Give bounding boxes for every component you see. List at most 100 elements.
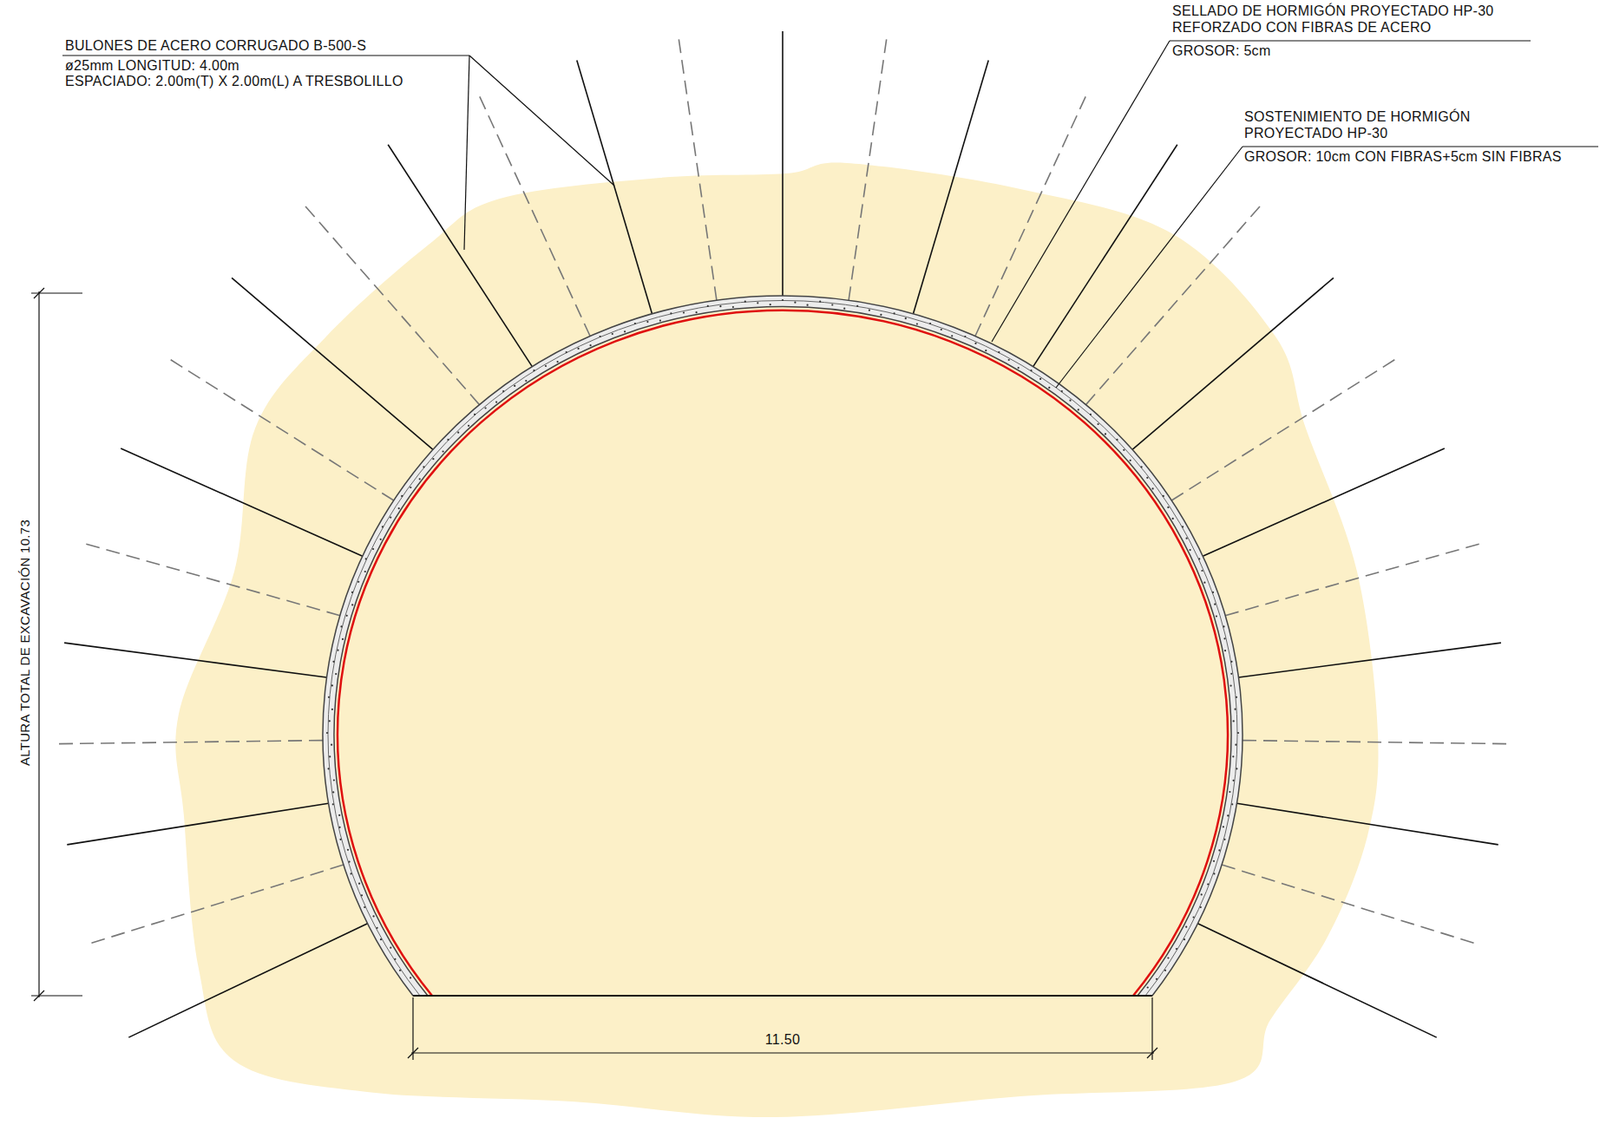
- fiber-dot: [340, 625, 342, 628]
- fiber-dot: [457, 432, 460, 434]
- fiber-dot: [381, 525, 384, 528]
- fiber-dot: [659, 320, 662, 322]
- fiber-dot: [707, 305, 709, 308]
- fiber-dot: [984, 349, 987, 352]
- fiber-dot: [695, 311, 698, 314]
- fiber-dot: [1200, 893, 1203, 896]
- fiber-dot: [1226, 814, 1229, 817]
- bolt: [1202, 448, 1445, 557]
- fiber-dot: [950, 334, 953, 337]
- sealing-layer: [327, 300, 1238, 997]
- bolt: [128, 924, 368, 1038]
- fiber-dot: [351, 603, 354, 606]
- height-dimension: [31, 288, 83, 1002]
- fiber-dot: [1213, 872, 1215, 875]
- fiber-dot: [1200, 906, 1202, 909]
- fiber-dot: [1215, 615, 1218, 617]
- fiber-dot: [1183, 938, 1186, 941]
- fiber-dot: [1029, 369, 1032, 372]
- callout-title: BULONES DE ACERO CORRUGADO B-500-S: [65, 38, 367, 54]
- fiber-dot: [963, 335, 966, 338]
- fiber-dot: [1164, 970, 1167, 972]
- red-contour: [337, 310, 1228, 997]
- fiber-dot: [339, 839, 341, 841]
- fiber-dot: [1122, 449, 1125, 452]
- fiber-dot: [389, 947, 392, 950]
- fiber-dot: [831, 303, 833, 306]
- fiber-dot: [338, 814, 341, 817]
- fiber-dot: [806, 304, 809, 307]
- fiber-dot: [1189, 549, 1192, 551]
- fiber-dot: [1048, 386, 1050, 389]
- fiber-dot: [467, 425, 470, 427]
- fiber-dot: [398, 507, 400, 510]
- fiber-dot: [611, 333, 614, 335]
- fiber-dot: [1146, 477, 1148, 479]
- fiber-dot: [348, 861, 351, 864]
- rock-bolts: [58, 31, 1508, 1038]
- fiber-dot: [1185, 926, 1187, 929]
- leader-lines: [62, 40, 1599, 388]
- fiber-dot: [1097, 423, 1100, 426]
- fiber-dot: [916, 322, 919, 325]
- fiber-dot: [1232, 755, 1234, 758]
- fiber-dot: [1212, 591, 1214, 594]
- fiber-dot: [1222, 625, 1225, 628]
- dimension-label: 11.50: [765, 1032, 800, 1049]
- fiber-dot: [327, 767, 330, 770]
- bolt: [1132, 277, 1334, 450]
- fiber-dot: [565, 351, 568, 354]
- fiber-dot: [893, 312, 896, 315]
- fiber-dot: [400, 495, 403, 498]
- fiber-dot: [623, 330, 626, 333]
- fiber-dot: [334, 673, 337, 676]
- fiber-dot: [756, 301, 759, 304]
- fiber-dot: [346, 615, 348, 617]
- fiber-dot: [1068, 400, 1071, 402]
- fiber-dot: [339, 826, 341, 829]
- fiber-dot: [868, 309, 871, 312]
- bolt: [1239, 642, 1502, 678]
- fiber-dot: [357, 581, 360, 584]
- fiber-dot: [1230, 685, 1233, 688]
- fiber-dot: [1162, 495, 1165, 498]
- fiber-dot: [532, 369, 535, 372]
- fiber-dot: [1222, 826, 1225, 828]
- fiber-dot: [732, 306, 735, 309]
- fiber-dot: [1237, 732, 1240, 735]
- fiber-dot: [1193, 916, 1195, 919]
- fiber-dot: [393, 958, 396, 961]
- fiber-dot: [372, 548, 374, 551]
- callout-title: PROYECTADO HP-30: [1244, 125, 1388, 142]
- fiber-dot: [1167, 957, 1169, 959]
- fiber-dot: [590, 344, 592, 347]
- fiber-dot: [1228, 791, 1231, 794]
- fiber-dot: [1231, 803, 1233, 806]
- fiber-dot: [485, 406, 487, 409]
- bolt: [66, 803, 328, 846]
- fiber-dot: [332, 661, 335, 663]
- fiber-dot: [1235, 696, 1238, 699]
- fiber-dot: [350, 872, 353, 875]
- fiber-dot: [419, 478, 421, 480]
- bolt-dashed: [170, 359, 394, 501]
- fiber-dot: [399, 970, 401, 972]
- fiber-dot: [442, 450, 445, 453]
- fiber-dot: [1140, 465, 1143, 468]
- fiber-dot: [502, 390, 505, 393]
- fiber-dot: [769, 303, 772, 306]
- fiber-dot: [1203, 582, 1206, 584]
- fiber-dot: [1198, 557, 1200, 560]
- bolt-dashed: [1242, 740, 1508, 745]
- bolt: [577, 59, 653, 314]
- fiber-dot: [327, 696, 330, 699]
- fiber-dot: [544, 365, 547, 368]
- fiber-dot: [524, 380, 527, 382]
- fiber-dot: [326, 732, 328, 735]
- fiber-dot: [373, 915, 375, 918]
- fiber-dot: [1129, 459, 1132, 462]
- fiber-dot: [1232, 720, 1235, 722]
- fiber-dot: [1175, 948, 1178, 951]
- fiber-dot: [1017, 367, 1020, 369]
